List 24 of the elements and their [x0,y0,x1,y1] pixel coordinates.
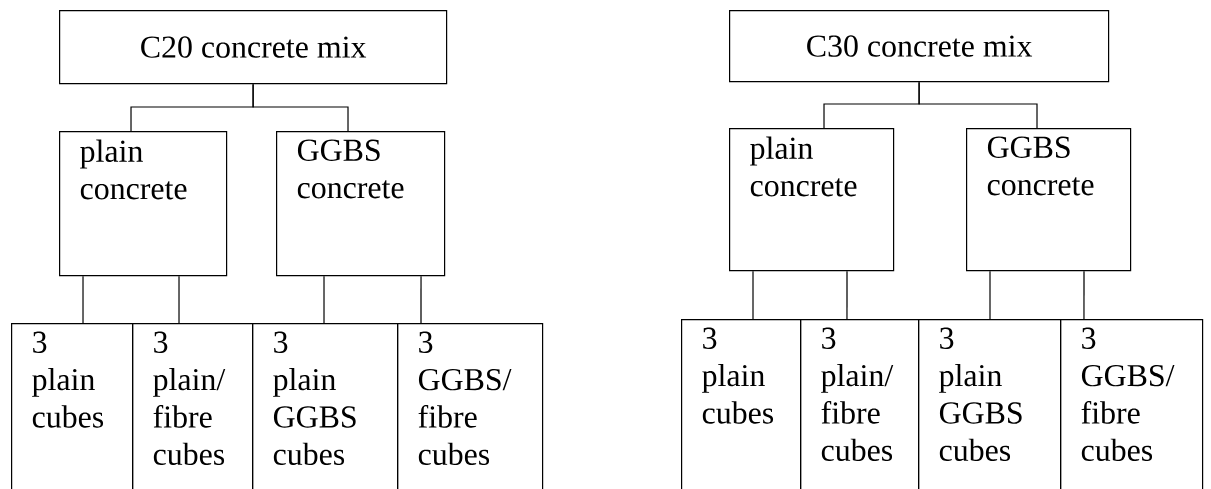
specimen-box: 3 GGBS/ fibre cubes [1060,319,1204,489]
specimen-box: 3 GGBS/ fibre cubes [397,323,544,489]
connector-line [1083,270,1085,320]
concrete-type-box: plain concrete [729,128,895,272]
connector-line [252,83,349,132]
concrete-type-box: GGBS concrete [966,128,1132,272]
specimen-box: 3 plain GGBS cubes [918,319,1062,489]
specimen-box: 3 plain GGBS cubes [252,323,399,489]
connector-line [846,270,848,320]
specimen-box: 3 plain/ fibre cubes [800,319,920,489]
concrete-type-box: plain concrete [59,131,228,277]
connector-line [420,275,422,324]
connector-line [323,275,325,324]
specimen-box: 3 plain/ fibre cubes [132,323,254,489]
specimen-box: 3 plain cubes [11,323,134,489]
specimen-box: 3 plain cubes [681,319,802,489]
connector-line [918,81,1038,129]
mix-box: C30 concrete mix [729,10,1110,83]
mix-box: C20 concrete mix [59,10,448,85]
connector-line [178,275,180,324]
connector-line [989,270,991,320]
connector-line [752,270,754,320]
concrete-type-box: GGBS concrete [276,131,446,277]
connector-line [82,275,84,324]
